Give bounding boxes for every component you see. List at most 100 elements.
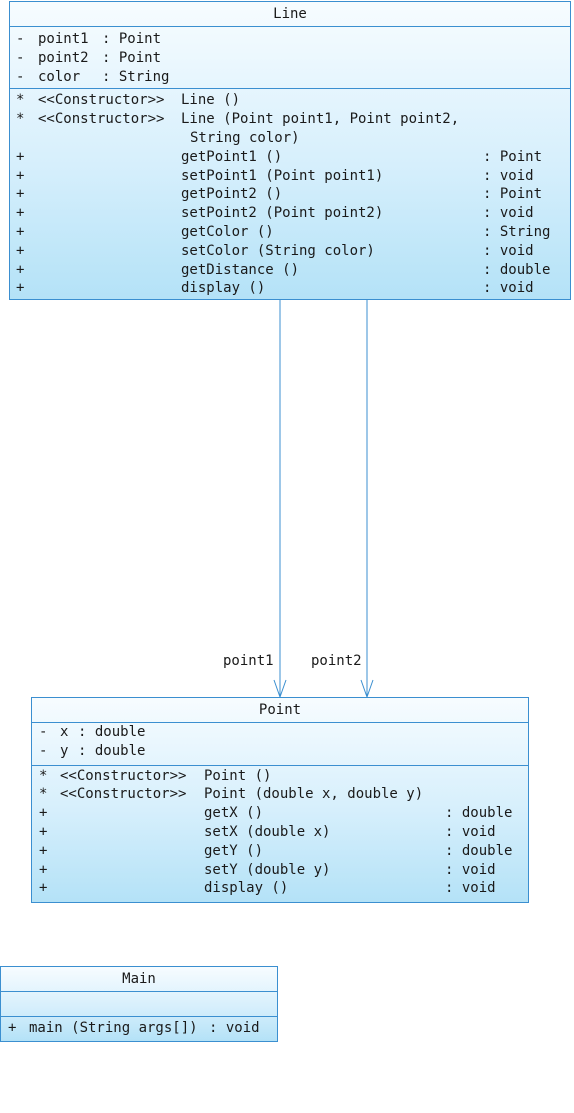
constructor-row: * <<Constructor>> Point () bbox=[32, 767, 528, 786]
method-return-type: : void bbox=[483, 167, 534, 184]
visibility-marker: - bbox=[16, 31, 25, 47]
method-return-type: : void bbox=[483, 280, 534, 297]
visibility-marker: * bbox=[16, 92, 25, 109]
attribute-row: - point1 : Point bbox=[10, 30, 570, 49]
visibility-marker: + bbox=[39, 861, 48, 878]
visibility-marker: * bbox=[39, 767, 48, 784]
method-signature: setPoint2 (Point point2) bbox=[181, 205, 384, 222]
constructor-signature: Point () bbox=[204, 767, 272, 784]
method-return-type: : void bbox=[445, 880, 496, 897]
attribute-type: : double bbox=[78, 724, 146, 740]
class-main-title: Main bbox=[1, 967, 277, 992]
visibility-marker: + bbox=[8, 1020, 17, 1036]
method-signature: setPoint1 (Point point1) bbox=[181, 167, 384, 184]
visibility-marker: + bbox=[16, 205, 25, 222]
method-row: + setX (double x) : void bbox=[32, 823, 528, 842]
method-row: + display () : void bbox=[32, 879, 528, 898]
method-signature: getX () bbox=[204, 805, 264, 822]
association-connectors bbox=[273, 300, 374, 699]
attribute-name: x bbox=[60, 724, 69, 740]
method-row: + getPoint2 () : Point bbox=[10, 185, 570, 204]
constructor-row: * <<Constructor>> Line () bbox=[10, 91, 570, 110]
method-row: + getY () : double bbox=[32, 842, 528, 861]
attribute-row: - y : double bbox=[32, 742, 528, 761]
method-return-type: : void bbox=[483, 205, 534, 222]
visibility-marker: + bbox=[16, 223, 25, 240]
association-point1[interactable] bbox=[273, 300, 287, 699]
class-point-operations: * <<Constructor>> Point () * <<Construct… bbox=[32, 766, 528, 899]
method-row: + main (String args[]) : void bbox=[1, 1019, 277, 1038]
method-signature: getPoint2 () bbox=[181, 186, 283, 203]
method-signature: getColor () bbox=[181, 223, 274, 240]
constructor-signature: Line (Point point1, Point point2, bbox=[181, 111, 460, 128]
attribute-type: : double bbox=[78, 742, 146, 759]
visibility-marker: * bbox=[39, 786, 48, 803]
visibility-marker: + bbox=[16, 261, 25, 278]
association-role-label: point1 bbox=[223, 653, 274, 669]
constructor-signature: Line () bbox=[181, 92, 241, 109]
method-signature: getPoint1 () bbox=[181, 148, 283, 165]
visibility-marker: + bbox=[39, 823, 48, 840]
visibility-marker: - bbox=[16, 49, 25, 66]
method-return-type: : void bbox=[483, 242, 534, 259]
method-return-type: : Point bbox=[483, 186, 543, 203]
method-signature: setY (double y) bbox=[204, 861, 331, 878]
method-return-type: : void bbox=[209, 1020, 260, 1036]
method-return-type: : String bbox=[483, 223, 551, 240]
class-line-attributes: - point1 : Point - point2 : Point - colo… bbox=[10, 27, 570, 90]
class-point-attributes: - x : double - y : double bbox=[32, 723, 528, 766]
visibility-marker: + bbox=[39, 842, 48, 859]
method-row: + setY (double y) : void bbox=[32, 861, 528, 880]
method-signature: getY () bbox=[204, 842, 264, 859]
method-row: + getColor () : String bbox=[10, 223, 570, 242]
method-return-type: : Point bbox=[483, 148, 543, 165]
method-signature: main (String args[]) bbox=[29, 1020, 198, 1036]
method-row: + getDistance () : double bbox=[10, 261, 570, 280]
class-line-operations: * <<Constructor>> Line () * <<Constructo… bbox=[10, 89, 570, 298]
constructor-signature-continuation: String color) bbox=[190, 129, 300, 146]
visibility-marker: - bbox=[16, 68, 25, 85]
visibility-marker: + bbox=[16, 242, 25, 259]
attribute-row: - color : String bbox=[10, 68, 570, 87]
class-line[interactable]: Line - point1 : Point - point2 : Point -… bbox=[9, 1, 571, 300]
attribute-type: : Point bbox=[102, 49, 162, 66]
visibility-marker: + bbox=[16, 167, 25, 184]
method-return-type: : double bbox=[483, 261, 551, 278]
constructor-row: * <<Constructor>> Line (Point point1, Po… bbox=[10, 110, 570, 129]
attribute-row: - point2 : Point bbox=[10, 49, 570, 68]
method-signature: display () bbox=[204, 880, 289, 897]
attribute-type: : Point bbox=[102, 31, 162, 47]
class-main-operations: + main (String args[]) : void bbox=[1, 1017, 277, 1038]
method-row: + display () : void bbox=[10, 279, 570, 298]
method-row: + setPoint2 (Point point2) : void bbox=[10, 204, 570, 223]
method-return-type: : double bbox=[445, 842, 513, 859]
attribute-name: point1 bbox=[38, 31, 89, 47]
association-role-label: point2 bbox=[311, 653, 362, 669]
class-main[interactable]: Main + main (String args[]) : void bbox=[0, 966, 278, 1042]
class-main-attributes bbox=[1, 992, 277, 1017]
method-row: + setPoint1 (Point point1) : void bbox=[10, 167, 570, 186]
constructor-stereotype: <<Constructor>> bbox=[60, 767, 187, 784]
attribute-row: - x : double bbox=[32, 723, 528, 742]
method-row: + getPoint1 () : Point bbox=[10, 148, 570, 167]
method-signature: setX (double x) bbox=[204, 823, 331, 840]
class-line-title: Line bbox=[10, 2, 570, 27]
attribute-type: : String bbox=[102, 68, 170, 85]
method-signature: display () bbox=[181, 280, 266, 297]
visibility-marker: - bbox=[39, 742, 48, 759]
method-return-type: : void bbox=[445, 861, 496, 878]
method-row: + getX () : double bbox=[32, 804, 528, 823]
association-point2[interactable] bbox=[360, 300, 374, 699]
visibility-marker: + bbox=[39, 880, 48, 897]
class-point-title: Point bbox=[32, 698, 528, 723]
visibility-marker: * bbox=[16, 111, 25, 128]
constructor-stereotype: <<Constructor>> bbox=[38, 111, 165, 128]
method-return-type: : double bbox=[445, 805, 513, 822]
constructor-row-continuation: String color) bbox=[10, 129, 570, 148]
attribute-name: point2 bbox=[38, 49, 89, 66]
visibility-marker: + bbox=[16, 280, 25, 297]
constructor-row: * <<Constructor>> Point (double x, doubl… bbox=[32, 785, 528, 804]
visibility-marker: + bbox=[16, 186, 25, 203]
method-return-type: : void bbox=[445, 823, 496, 840]
class-point[interactable]: Point - x : double - y : double * <<Cons… bbox=[31, 697, 529, 903]
